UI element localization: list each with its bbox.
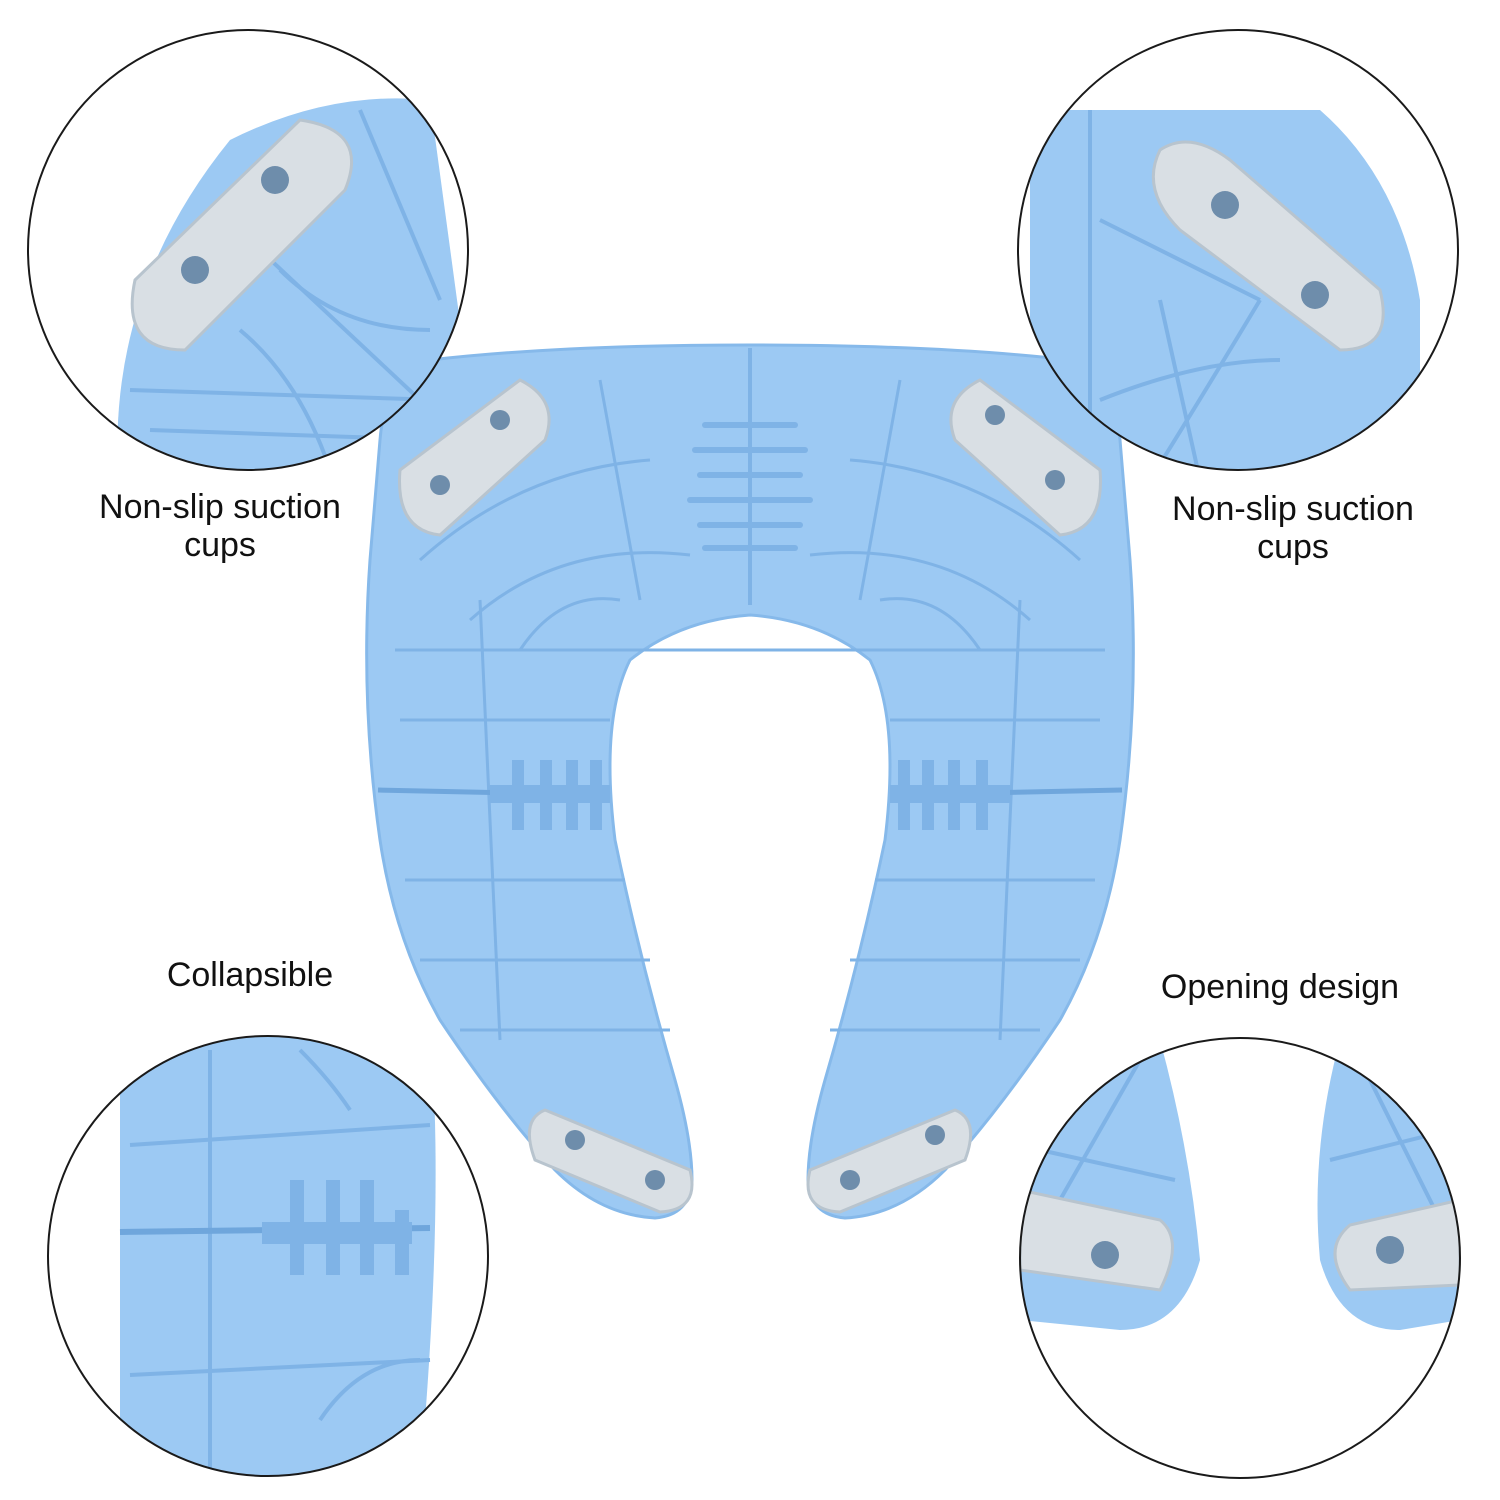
suction-cup-bottom-left [527, 1108, 694, 1214]
caption-suction-cups-left: Non-slip suction cups [99, 488, 341, 564]
detail-circle-bottom-left [47, 1035, 489, 1477]
detail-circle-top-right [1017, 29, 1459, 471]
suction-cup-top-left [398, 378, 551, 537]
hinge-left [490, 760, 610, 830]
detail-circle-bottom-right [1019, 1037, 1461, 1479]
potty-seat [365, 343, 1135, 1220]
suction-cup-bottom-right [806, 1108, 973, 1214]
hinge-right [890, 760, 1010, 830]
caption-collapsible: Collapsible [166, 956, 334, 994]
suction-cup-top-right [949, 378, 1102, 537]
caption-opening-design: Opening design [1160, 968, 1400, 1006]
detail-circle-top-left [27, 29, 469, 471]
caption-suction-cups-right: Non-slip suction cups [1172, 490, 1414, 566]
